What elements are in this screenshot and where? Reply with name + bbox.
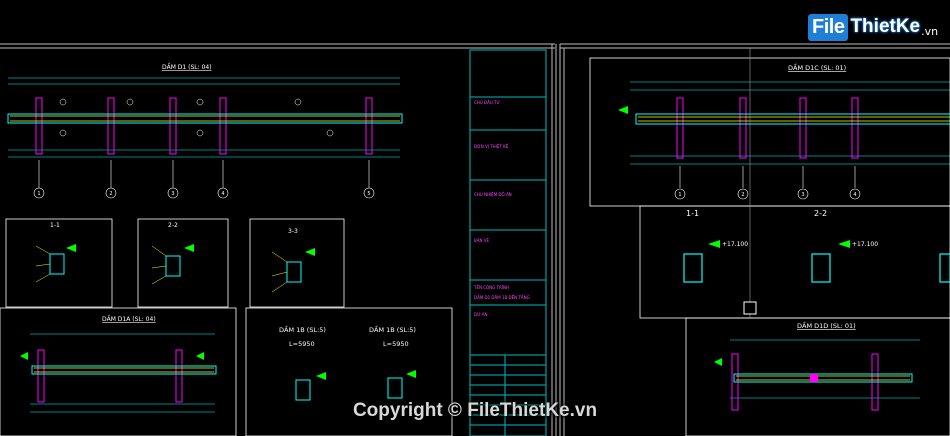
beam-d1-title: DẦM D1 (SL: 04) [162,63,212,71]
beam-d1d-title: DẦM D1D (SL: 01) [797,320,856,330]
d1-axis-4: 4 [221,191,224,197]
d1-axis-1: 1 [37,191,40,197]
d1c-axis-1: 1 [678,192,681,198]
d1-axis-5: 5 [367,191,370,197]
right-sheet-frame [559,43,950,436]
title-block: CHỦ ĐẦU TƯ ĐƠN VỊ THIẾT KẾ CHỦ NHIỆM ĐỒ … [469,49,547,436]
section-3-3-title: 3-3 [288,228,298,235]
copyright-watermark: Copyright © FileThietKe.vn [352,400,598,421]
beam-d1c-elevation[interactable]: DẦM D1C (SL: 01) 1 2 3 4 [589,57,950,207]
left-sheet-frame [0,43,557,436]
section-3-3[interactable]: 3-3 [249,218,345,308]
d1c-axis-4: 4 [853,192,856,198]
beam-d1-elevation[interactable]: DẦM D1 (SL: 04) [7,63,403,199]
right-section-2-2-title: 2-2 [814,209,827,218]
d1c-axis-2: 2 [741,192,744,198]
tb-row-3: BẢN VẼ [474,238,489,243]
tb-row-0: CHỦ ĐẦU TƯ [474,100,500,105]
beam-1b-b-len: L=5950 [383,340,409,348]
logo-text: ThietKe [850,16,921,37]
section-1-1-title: 1-1 [50,222,60,229]
right-elev-2: +17.100 [852,241,878,248]
beam-d1a-title: DẦM D1A (SL: 04) [102,315,156,323]
d1-axis-2: 2 [109,191,112,197]
right-section-1-1-title: 1-1 [686,209,699,218]
beam-1b-a-len: L=5950 [289,340,315,348]
section-2-2[interactable]: 2-2 [137,218,229,308]
right-elev-1: +17.100 [722,241,748,248]
tb-row-6: DỰ ÁN [474,312,488,317]
beam-d1d-elevation[interactable]: DẦM D1D (SL: 01) [685,317,950,436]
d1-axis-3: 3 [171,191,174,197]
filethietke-logo: File ThietKe .vn [808,10,938,44]
beam-d1c-title: DẦM D1C (SL: 01) [788,62,846,72]
tb-row-4: TÊN CÔNG TRÌNH [473,285,509,290]
logo-suffix: .vn [921,25,939,38]
tb-row-5: DẦM D1 DẦM 1B ĐẾN TẦNG [474,294,530,300]
tb-row-2: CHỦ NHIỆM ĐỒ ÁN [474,192,512,197]
tb-row-1: ĐƠN VỊ THIẾT KẾ [474,143,509,149]
beam-1b-b-title: DẦM 1B (SL:5) [369,324,416,334]
right-sections-panel[interactable]: 1-1 2-2 +17.100 +17.100 [639,48,950,319]
beam-d1a-elevation[interactable]: DẦM D1A (SL: 04) [0,307,237,436]
beam-1b-panel[interactable]: DẦM 1B (SL:5) L=5950 DẦM 1B (SL:5) L=595… [245,307,453,436]
section-1-1[interactable]: 1-1 [5,218,113,308]
beam-1b-a-title: DẦM 1B (SL:5) [279,324,326,334]
section-2-2-title: 2-2 [168,222,178,229]
d1c-axis-3: 3 [801,192,804,198]
logo-box: File [808,13,849,41]
